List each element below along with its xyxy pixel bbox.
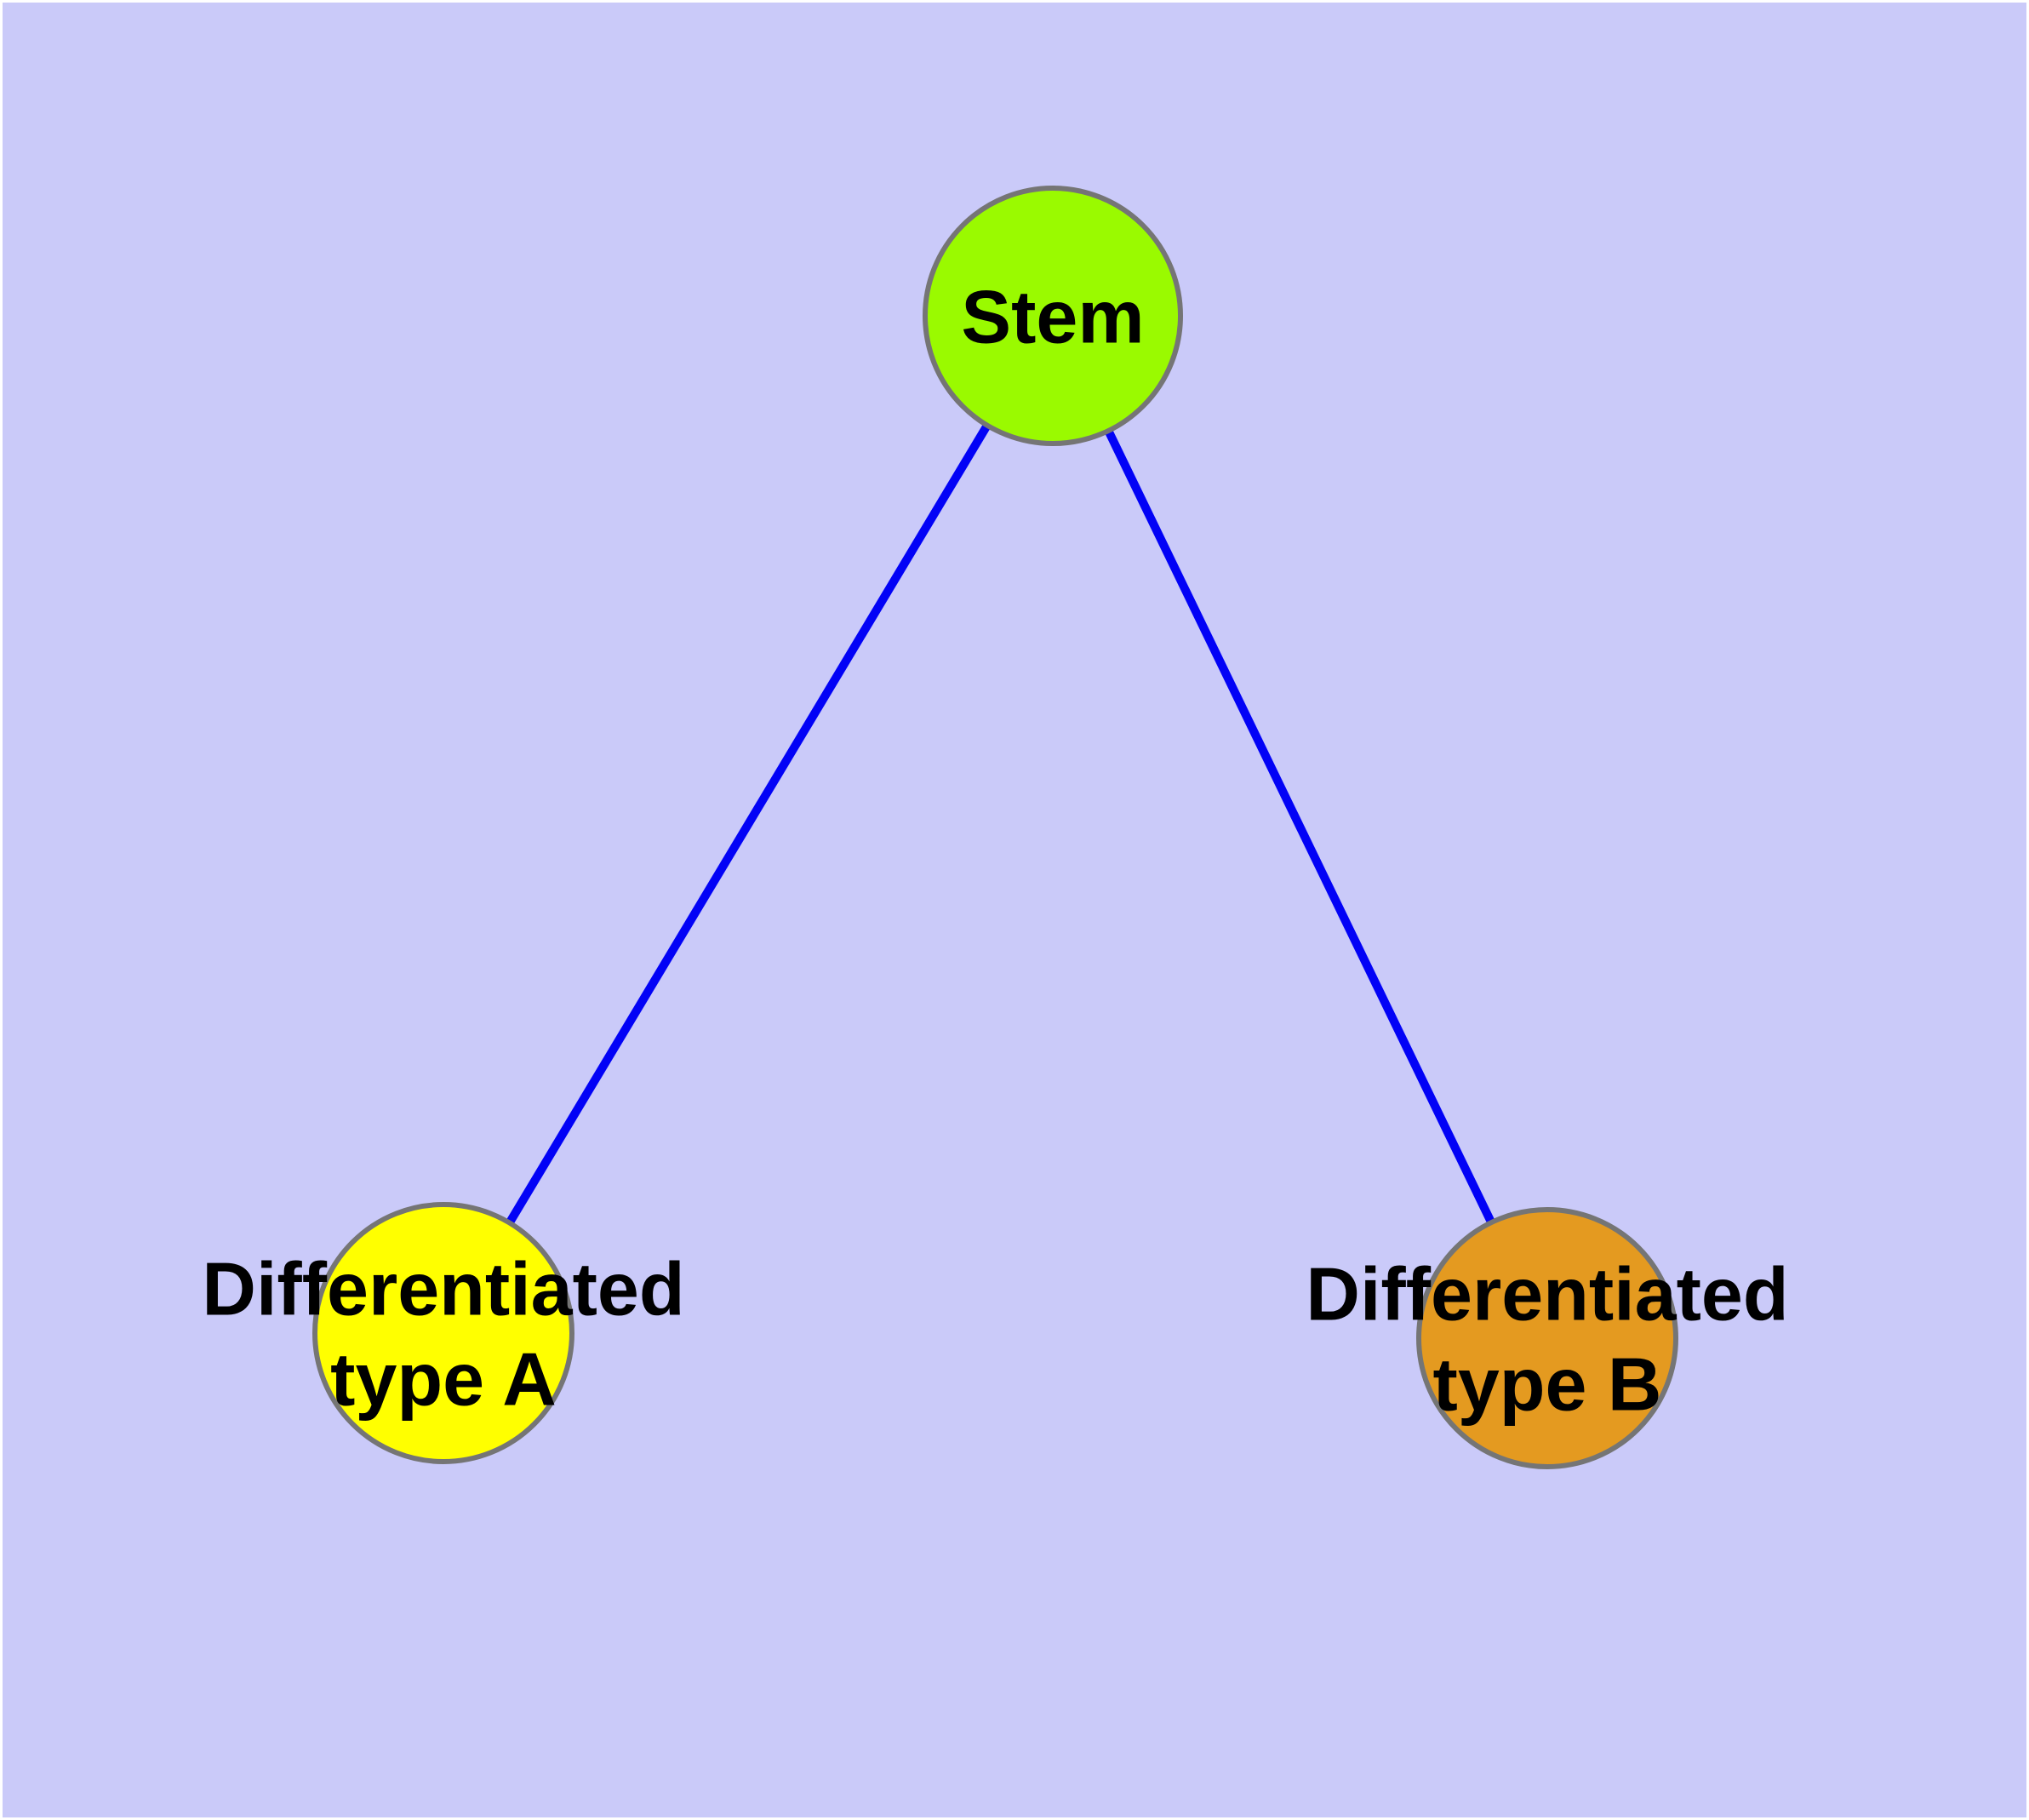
- edge-stem-to-diff-type-b: [1049, 313, 1552, 1341]
- node-diff-type-b: [1416, 1207, 1678, 1469]
- node-stem: [923, 186, 1183, 446]
- diagram-node-layer: [312, 186, 1678, 1469]
- node-diff-type-a: [312, 1202, 574, 1464]
- edge-stem-to-diff-type-a: [439, 313, 1057, 1336]
- diagram-edge-layer: [439, 313, 1552, 1341]
- node-label-stem: Stem: [961, 275, 1144, 359]
